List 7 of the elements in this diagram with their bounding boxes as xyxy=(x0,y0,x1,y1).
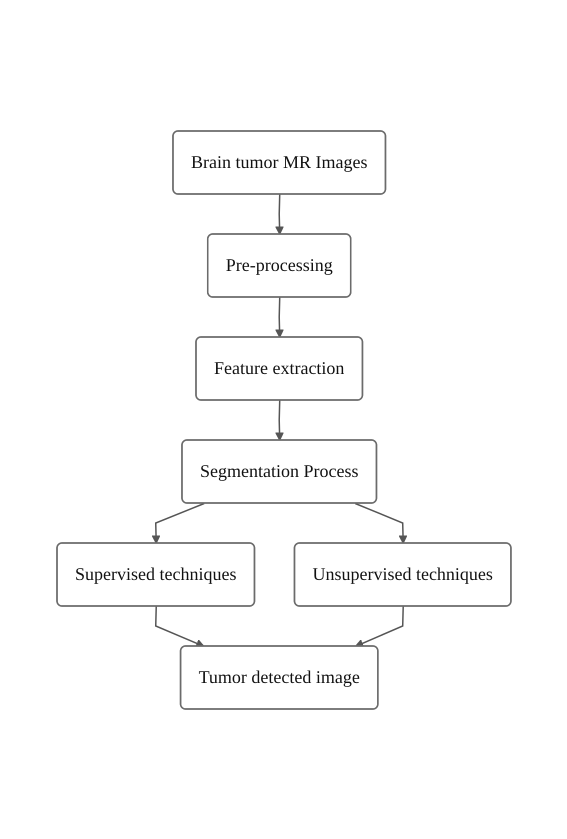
arrow xyxy=(354,502,407,544)
arrow xyxy=(154,606,204,647)
arrow xyxy=(354,606,404,647)
arrow xyxy=(274,296,284,338)
arrow xyxy=(151,502,204,544)
arrow xyxy=(274,400,284,440)
arrow xyxy=(274,194,284,234)
